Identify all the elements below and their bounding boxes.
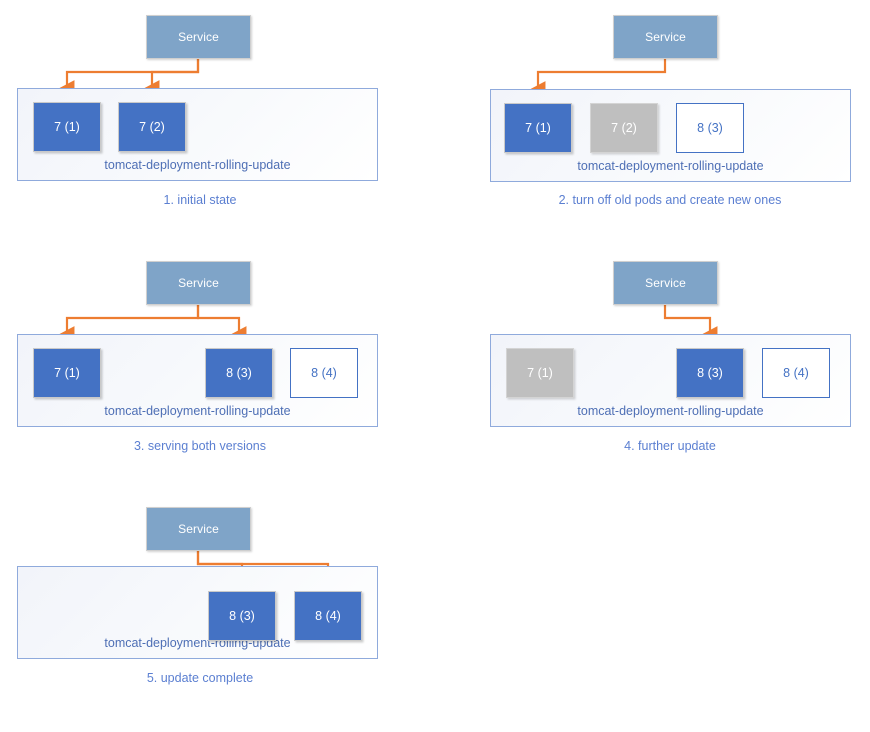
pod-7-1[interactable]: 7 (1) [33, 102, 101, 152]
pod-7-1[interactable]: 7 (1) [506, 348, 574, 398]
pod-label: 8 (3) [697, 121, 723, 135]
pod-7-2[interactable]: 7 (2) [590, 103, 658, 153]
pod-label: 8 (3) [229, 609, 255, 623]
pod-8-4[interactable]: 8 (4) [290, 348, 358, 398]
pod-label: 7 (1) [527, 366, 553, 380]
service-box[interactable]: Service [146, 15, 251, 59]
panel-caption: 1. initial state [163, 193, 237, 207]
service-label: Service [645, 30, 686, 44]
panel-initial-state: Service tomcat-deployment-rolling-update… [0, 0, 435, 240]
service-label: Service [178, 30, 219, 44]
pod-label: 8 (3) [697, 366, 723, 380]
deployment-name-label: tomcat-deployment-rolling-update [577, 159, 764, 173]
pod-7-1[interactable]: 7 (1) [504, 103, 572, 153]
pod-label: 7 (2) [139, 120, 165, 134]
pod-8-4[interactable]: 8 (4) [762, 348, 830, 398]
service-box[interactable]: Service [146, 507, 251, 551]
panel-update-complete: Service tomcat-deployment-rolling-update… [0, 492, 435, 732]
pod-7-2[interactable]: 7 (2) [118, 102, 186, 152]
deployment-name-label: tomcat-deployment-rolling-update [104, 158, 291, 172]
service-label: Service [178, 522, 219, 536]
pod-label: 7 (2) [611, 121, 637, 135]
pod-label: 8 (4) [783, 366, 809, 380]
panel-serving-both-versions: Service tomcat-deployment-rolling-update… [0, 246, 435, 486]
service-label: Service [645, 276, 686, 290]
pod-label: 7 (1) [54, 120, 80, 134]
panel-caption: 3. serving both versions [133, 439, 266, 453]
pod-label: 8 (3) [226, 366, 252, 380]
deployment-name-label: tomcat-deployment-rolling-update [104, 404, 291, 418]
pod-label: 8 (4) [311, 366, 337, 380]
pod-7-1[interactable]: 7 (1) [33, 348, 101, 398]
panel-turn-off-old-pods: Service tomcat-deployment-rolling-update… [435, 0, 870, 240]
service-label: Service [178, 276, 219, 290]
pod-8-4[interactable]: 8 (4) [294, 591, 362, 641]
panel-further-update: Service tomcat-deployment-rolling-update… [435, 246, 870, 486]
panel-caption: 4. further update [624, 439, 716, 453]
pod-8-3[interactable]: 8 (3) [676, 348, 744, 398]
service-box[interactable]: Service [613, 15, 718, 59]
deployment-name-label: tomcat-deployment-rolling-update [577, 404, 764, 418]
pod-label: 8 (4) [315, 609, 341, 623]
panel-caption: 2. turn off old pods and create new ones [558, 193, 782, 207]
panel-caption: 5. update complete [146, 671, 254, 685]
pod-label: 7 (1) [525, 121, 551, 135]
pod-8-3[interactable]: 8 (3) [205, 348, 273, 398]
service-box[interactable]: Service [613, 261, 718, 305]
service-box[interactable]: Service [146, 261, 251, 305]
pod-8-3[interactable]: 8 (3) [676, 103, 744, 153]
pod-8-3[interactable]: 8 (3) [208, 591, 276, 641]
pod-label: 7 (1) [54, 366, 80, 380]
